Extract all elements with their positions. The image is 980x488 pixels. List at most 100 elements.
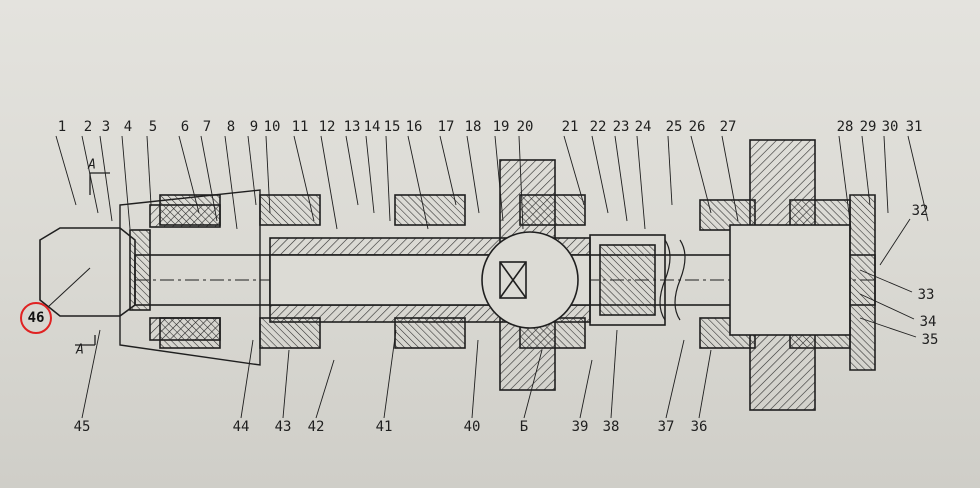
leader-line bbox=[494, 135, 504, 222]
leader-line bbox=[365, 135, 375, 214]
bearing bbox=[159, 194, 221, 226]
leader-line bbox=[439, 135, 457, 206]
leader-line bbox=[721, 135, 739, 222]
leader-line bbox=[636, 135, 646, 230]
leader-line bbox=[667, 135, 673, 206]
part-label-20: 20 bbox=[516, 119, 534, 135]
leader-line bbox=[907, 135, 929, 222]
leader-line bbox=[407, 135, 429, 230]
part-label-45: 45 bbox=[73, 419, 91, 435]
leader-line bbox=[698, 349, 712, 419]
part-label-12: 12 bbox=[318, 119, 336, 135]
part-label-41: 41 bbox=[375, 419, 393, 435]
part-label-31: 31 bbox=[905, 119, 923, 135]
part-label-39: 39 bbox=[571, 419, 589, 435]
section-mark-top: А bbox=[88, 157, 96, 173]
part-label-13: 13 bbox=[343, 119, 361, 135]
part-label-6: 6 bbox=[180, 119, 190, 135]
leader-line bbox=[320, 135, 338, 230]
part-label-27: 27 bbox=[719, 119, 737, 135]
leader-line bbox=[81, 135, 99, 214]
leader-line bbox=[293, 135, 315, 222]
part-label-17: 17 bbox=[437, 119, 455, 135]
part-label-14: 14 bbox=[363, 119, 381, 135]
leader-line bbox=[665, 339, 685, 419]
part-label-30: 30 bbox=[881, 119, 899, 135]
leader-line bbox=[178, 135, 200, 214]
part-label-37: 37 bbox=[657, 419, 675, 435]
part-label-38: 38 bbox=[602, 419, 620, 435]
part-label-4: 4 bbox=[123, 119, 133, 135]
leader-line bbox=[466, 135, 480, 214]
leader-line bbox=[859, 269, 913, 293]
leader-line bbox=[591, 135, 609, 214]
part-label-23: 23 bbox=[612, 119, 630, 135]
leader-line bbox=[282, 349, 290, 419]
leader-line bbox=[690, 135, 712, 214]
leader-line bbox=[859, 317, 917, 338]
leader-line bbox=[861, 135, 871, 206]
part-label-33: 33 bbox=[917, 287, 935, 303]
bearing bbox=[394, 194, 466, 226]
leader-line bbox=[383, 329, 397, 419]
leader-line bbox=[345, 135, 359, 206]
part-label-16: 16 bbox=[405, 119, 423, 135]
leader-line bbox=[55, 135, 77, 206]
bearing bbox=[159, 317, 221, 349]
leader-line bbox=[81, 329, 101, 419]
part-label-35: 35 bbox=[921, 332, 939, 348]
end-cap bbox=[39, 227, 136, 317]
leader-line bbox=[224, 135, 238, 230]
part-label-15: 15 bbox=[383, 119, 401, 135]
leader-line bbox=[563, 135, 585, 206]
leader-line bbox=[471, 339, 479, 419]
leader-line bbox=[146, 135, 152, 206]
part-label-5: 5 bbox=[148, 119, 158, 135]
part-label-8: 8 bbox=[226, 119, 236, 135]
part-label-3: 3 bbox=[101, 119, 111, 135]
leader-line bbox=[879, 218, 911, 266]
highlighted-part-callout[interactable]: 46 bbox=[20, 302, 52, 334]
part-label-24: 24 bbox=[634, 119, 652, 135]
leader-line bbox=[610, 329, 618, 419]
leader-line bbox=[99, 135, 113, 222]
section-mark-bottom: А bbox=[76, 342, 84, 358]
bearing bbox=[394, 317, 466, 349]
leader-line bbox=[838, 135, 852, 230]
part-label-2: 2 bbox=[83, 119, 93, 135]
part-label-18: 18 bbox=[464, 119, 482, 135]
leader-line bbox=[579, 359, 593, 419]
leader-line bbox=[614, 135, 628, 222]
highlighted-part-label: 46 bbox=[27, 310, 45, 326]
part-label-26: 26 bbox=[688, 119, 706, 135]
leader-line bbox=[523, 349, 543, 419]
shaft-assembly bbox=[39, 139, 876, 411]
leader-line bbox=[385, 135, 391, 222]
leader-line bbox=[315, 359, 335, 419]
part-label-29: 29 bbox=[859, 119, 877, 135]
part-label-9: 9 bbox=[249, 119, 259, 135]
part-label-42: 42 bbox=[307, 419, 325, 435]
part-label-19: 19 bbox=[492, 119, 510, 135]
part-label-32: 32 bbox=[911, 203, 929, 219]
leader-line bbox=[518, 135, 524, 230]
leader-line bbox=[265, 135, 271, 214]
leader-line bbox=[121, 135, 131, 230]
leader-line bbox=[240, 339, 254, 419]
part-label-28: 28 bbox=[836, 119, 854, 135]
part-label-Б: Б bbox=[519, 419, 529, 435]
part-label-34: 34 bbox=[919, 314, 937, 330]
leader-line bbox=[200, 135, 218, 222]
bearing bbox=[259, 317, 321, 349]
leader-line bbox=[859, 293, 915, 320]
part-label-21: 21 bbox=[561, 119, 579, 135]
part-label-1: 1 bbox=[57, 119, 67, 135]
leader-line bbox=[883, 135, 889, 214]
part-label-25: 25 bbox=[665, 119, 683, 135]
part-label-7: 7 bbox=[202, 119, 212, 135]
part-label-44: 44 bbox=[232, 419, 250, 435]
part-label-40: 40 bbox=[463, 419, 481, 435]
right-flange bbox=[849, 194, 876, 371]
